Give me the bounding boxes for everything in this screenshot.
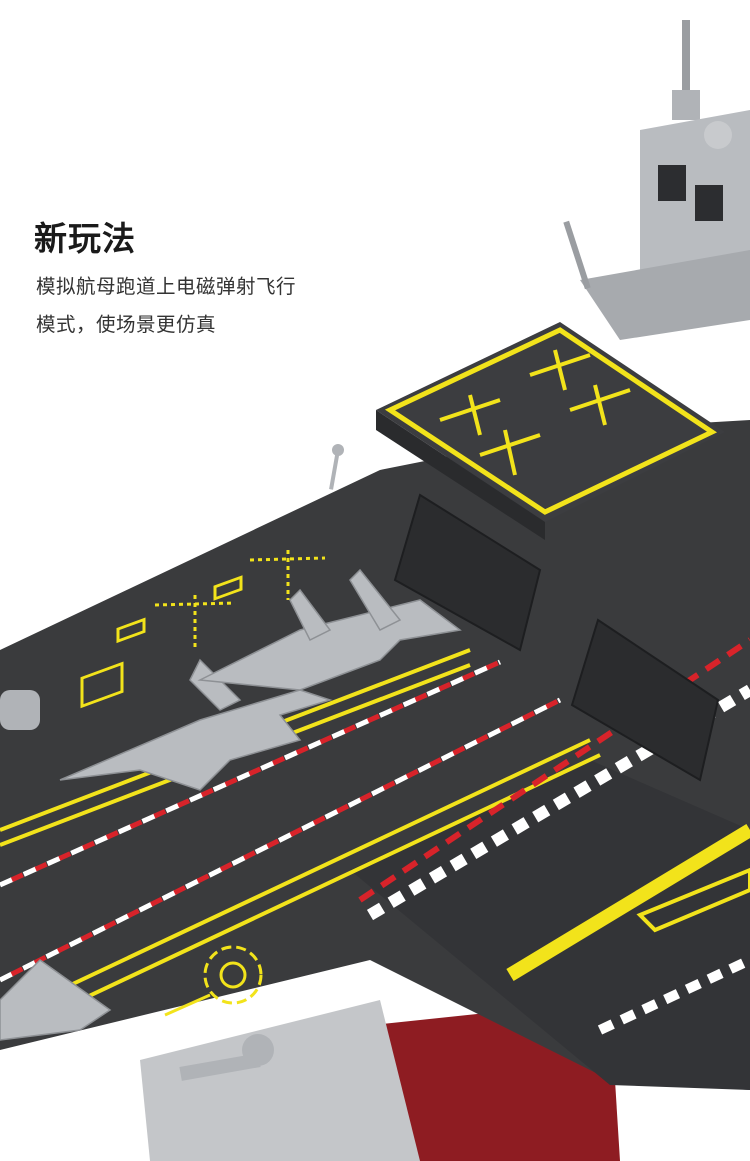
- island-tower: [563, 20, 750, 340]
- description-line: 模式，使场景更仿真: [36, 313, 217, 336]
- deck-equipment: [0, 444, 344, 1081]
- fighter-jets: [0, 568, 462, 1041]
- runway-markings: [0, 550, 750, 1035]
- hull-gray-side: [140, 1000, 420, 1161]
- feature-title: 新玩法: [34, 219, 136, 258]
- helipad-platform: [376, 322, 725, 540]
- jet-blast-deflectors: [393, 493, 720, 782]
- description-line: 模拟航母跑道上电磁弹射飞行: [36, 275, 297, 298]
- feature-description: 模拟航母跑道上电磁弹射飞行 模式，使场景更仿真: [36, 268, 296, 344]
